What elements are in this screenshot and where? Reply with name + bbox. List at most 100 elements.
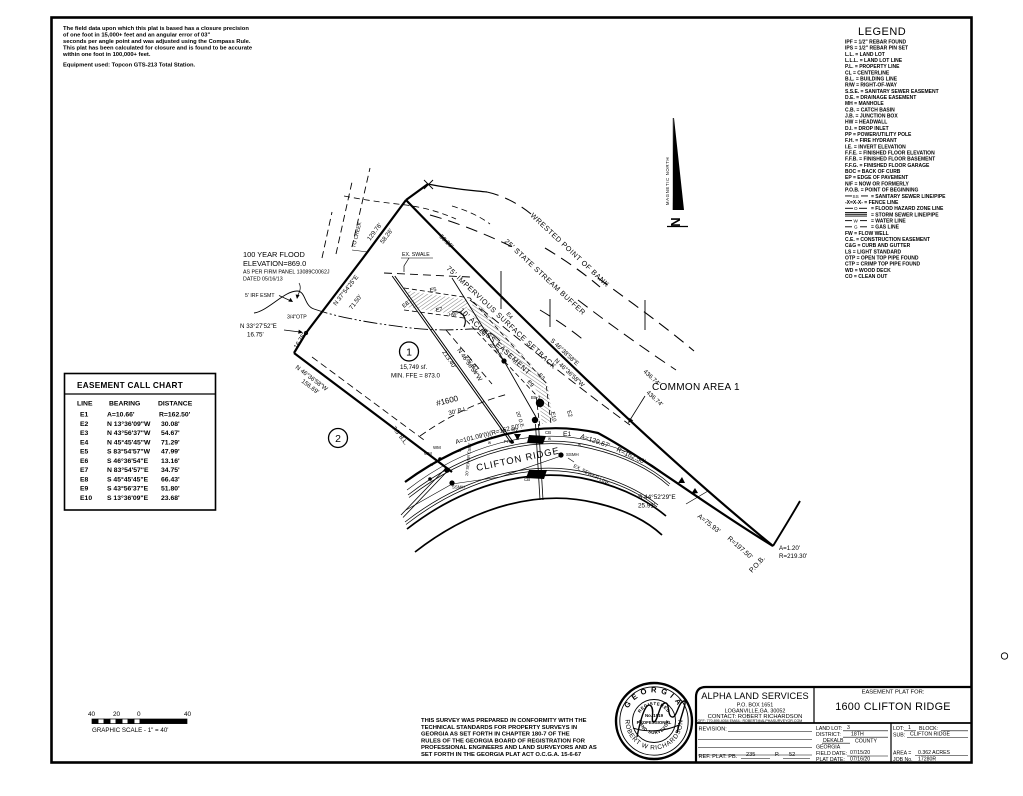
- svg-text:RULES OF THE GEORGIA BOARD OF: RULES OF THE GEORGIA BOARD OF REGISTRATI…: [421, 738, 586, 744]
- svg-text:ALPHA LAND SERVICES: ALPHA LAND SERVICES: [701, 691, 808, 701]
- svg-text:E2: E2: [565, 410, 573, 418]
- svg-text:CB: CB: [524, 477, 530, 482]
- svg-text:N 43°56'37"W: N 43°56'37"W: [107, 429, 151, 437]
- svg-text:S 45°45'45"E: S 45°45'45"E: [107, 475, 149, 483]
- svg-text:20' SEWER ESMT: 20' SEWER ESMT: [464, 442, 473, 476]
- svg-text:20' D.E.: 20' D.E.: [514, 411, 525, 430]
- svg-text:16.75': 16.75': [247, 332, 264, 339]
- svg-text:F.H. = FIRE HYDRANT: F.H. = FIRE HYDRANT: [845, 138, 897, 144]
- svg-text:w: w: [458, 448, 462, 453]
- svg-text:w: w: [516, 436, 520, 441]
- svg-text:AREA =: AREA =: [893, 751, 911, 757]
- svg-text:w: w: [548, 436, 552, 441]
- svg-text:E8: E8: [477, 328, 486, 337]
- svg-text:WM: WM: [433, 445, 441, 450]
- svg-text:PROFESSIONAL ENGINEERS AND LAN: PROFESSIONAL ENGINEERS AND LAND SURVEYOR…: [421, 745, 597, 751]
- svg-text:E1: E1: [563, 431, 572, 438]
- svg-text:2: 2: [335, 433, 341, 445]
- svg-text:LOT:: LOT:: [893, 726, 904, 732]
- svg-text:LEGEND: LEGEND: [858, 26, 906, 38]
- svg-text:The field data upon which this: The field data upon which this plat is b…: [63, 26, 249, 32]
- svg-text:OTP = OPEN TOP PIPE FOUND: OTP = OPEN TOP PIPE FOUND: [845, 255, 919, 261]
- svg-text:GRAPHIC SCALE - 1" = 40': GRAPHIC SCALE - 1" = 40': [92, 727, 168, 734]
- svg-text:= SANITARY SEWER LINE/PIPE: = SANITARY SEWER LINE/PIPE: [871, 194, 946, 200]
- svg-text:GEORGIA: GEORGIA: [816, 744, 841, 750]
- svg-text:SET FORTH IN THE GEORGIA PLAT: SET FORTH IN THE GEORGIA PLAT ACT O.C.G.…: [421, 752, 581, 758]
- svg-text:OFF: 770.895.4054 EMAIL: ROBER: OFF: 770.895.4054 EMAIL: ROBERT@ALPHASUR…: [698, 719, 803, 723]
- svg-text:GEORGIA AS SET FORTH IN CHAPTE: GEORGIA AS SET FORTH IN CHAPTER 180-7 OF…: [421, 732, 570, 738]
- svg-text:N 33°27'52"E: N 33°27'52"E: [240, 323, 277, 330]
- svg-text:BOC = BACK OF CURB: BOC = BACK OF CURB: [845, 169, 901, 175]
- svg-text:CB: CB: [545, 430, 551, 435]
- svg-text:DEKALB: DEKALB: [823, 738, 844, 744]
- svg-text:F.F.E. = FINISHED FLOOR ELEVAT: F.F.E. = FINISHED FLOOR ELEVATION: [845, 151, 935, 157]
- svg-text:E4: E4: [80, 439, 89, 446]
- svg-text:25.91': 25.91': [638, 503, 655, 510]
- svg-text:N 13°36'09"W: N 13°36'09"W: [107, 420, 151, 428]
- svg-text:WD = WOOD DECK: WD = WOOD DECK: [845, 268, 891, 274]
- svg-text:LINE: LINE: [77, 401, 93, 408]
- svg-text:P.: P.: [775, 752, 780, 758]
- svg-text:66.43': 66.43': [161, 476, 180, 483]
- svg-text:5' IRF ESMT: 5' IRF ESMT: [245, 293, 275, 299]
- svg-text:S 43°56'37"E: S 43°56'37"E: [107, 485, 149, 493]
- svg-text:ELEVATION=869.0: ELEVATION=869.0: [243, 259, 306, 268]
- svg-text:N: N: [668, 217, 683, 226]
- svg-text:CONTACT: ROBERT RICHARDSON: CONTACT: ROBERT RICHARDSON: [708, 714, 803, 720]
- svg-text:No. 1919: No. 1919: [645, 713, 664, 718]
- svg-text:L.L.L. = LAND LOT LINE: L.L.L. = LAND LOT LINE: [845, 58, 903, 64]
- svg-text:30' B.L.: 30' B.L.: [448, 406, 469, 417]
- svg-text:51.80': 51.80': [161, 486, 180, 493]
- svg-text:SSMH: SSMH: [452, 485, 465, 490]
- svg-text:This plat has been calculated: This plat has been calculated for closur…: [63, 45, 253, 51]
- svg-text:34.75': 34.75': [161, 467, 180, 474]
- svg-text:C.E. = CONSTRUCTION EASEMENT: C.E. = CONSTRUCTION EASEMENT: [845, 237, 930, 243]
- svg-text:07/16/20: 07/16/20: [850, 757, 870, 763]
- svg-text:52: 52: [789, 752, 795, 758]
- svg-text:15,749 sf.: 15,749 sf.: [400, 364, 427, 371]
- svg-text:18TH: 18TH: [851, 731, 864, 737]
- svg-text:E9: E9: [80, 486, 89, 493]
- svg-text:N 83°54'57"E: N 83°54'57"E: [107, 466, 149, 474]
- svg-text:HW = HEADWALL: HW = HEADWALL: [845, 120, 887, 126]
- svg-text:P.L. = PROPERTY LINE: P.L. = PROPERTY LINE: [845, 64, 900, 70]
- svg-text:LS = LIGHT STANDARD: LS = LIGHT STANDARD: [845, 249, 902, 255]
- svg-text:30.08': 30.08': [161, 421, 180, 428]
- svg-text:EASEMENT CALL CHART: EASEMENT CALL CHART: [77, 381, 183, 390]
- svg-text:-X=X-X- = FENCE LINE: -X=X-X- = FENCE LINE: [845, 200, 899, 206]
- svg-text:= STORM SEWER LINE/PIPE: = STORM SEWER LINE/PIPE: [871, 212, 939, 218]
- svg-text:= GAS LINE: = GAS LINE: [871, 225, 900, 231]
- svg-text:R=162.50': R=162.50': [159, 412, 191, 419]
- svg-text:EP = EDGE OF PAVEMENT: EP = EDGE OF PAVEMENT: [845, 175, 908, 181]
- svg-text:N/F = NOW OR FORMERLY: N/F = NOW OR FORMERLY: [845, 181, 910, 187]
- svg-text:CL = CENTERLINE: CL = CENTERLINE: [845, 70, 890, 76]
- svg-text:B.L. = BUILDING LINE: B.L. = BUILDING LINE: [845, 77, 898, 83]
- svg-text:07/15/20: 07/15/20: [850, 750, 870, 756]
- svg-text:C.B. = CATCH BASIN: C.B. = CATCH BASIN: [845, 107, 895, 113]
- svg-text:0.362 ACRES: 0.362 ACRES: [918, 750, 951, 756]
- svg-text:PP = POWER/UTILITY POLE: PP = POWER/UTILITY POLE: [845, 132, 912, 138]
- svg-text:S 13°36'09"E: S 13°36'09"E: [107, 494, 149, 502]
- svg-text:CTP = CRIMP TOP PIPE FOUND: CTP = CRIMP TOP PIPE FOUND: [845, 262, 920, 268]
- svg-text:HW: HW: [449, 312, 457, 317]
- svg-text:SS: SS: [853, 194, 859, 199]
- svg-text:54.67': 54.67': [161, 430, 180, 437]
- svg-text:of one foot in 15,000+ feet an: of one foot in 15,000+ feet and an angul…: [63, 33, 210, 39]
- svg-text:DISTRICT:: DISTRICT:: [816, 732, 841, 738]
- svg-text:1600 CLIFTON RIDGE: 1600 CLIFTON RIDGE: [835, 701, 951, 713]
- svg-text:E8: E8: [80, 476, 89, 483]
- svg-text:235: 235: [746, 752, 755, 758]
- svg-text:EX. SWALE: EX. SWALE: [402, 252, 430, 258]
- svg-text:MIN. FFE = 873.0: MIN. FFE = 873.0: [391, 373, 441, 380]
- svg-text:3/4"OTP: 3/4"OTP: [287, 315, 307, 321]
- svg-text:E1: E1: [80, 412, 89, 419]
- svg-text:Equipment used: Topcon GTS-213: Equipment used: Topcon GTS-213 Total Sta…: [63, 63, 196, 69]
- svg-text:within one foot in 100,000+ fe: within one foot in 100,000+ feet.: [62, 52, 151, 58]
- svg-text:L.L. = LAND LOT: L.L. = LAND LOT: [845, 52, 885, 58]
- svg-text:O: O: [854, 206, 858, 211]
- svg-text:20: 20: [113, 711, 121, 718]
- svg-text:E5: E5: [80, 449, 89, 456]
- svg-text:71.29': 71.29': [161, 439, 180, 446]
- svg-text:E9: E9: [525, 379, 534, 388]
- svg-text:E10: E10: [80, 495, 92, 502]
